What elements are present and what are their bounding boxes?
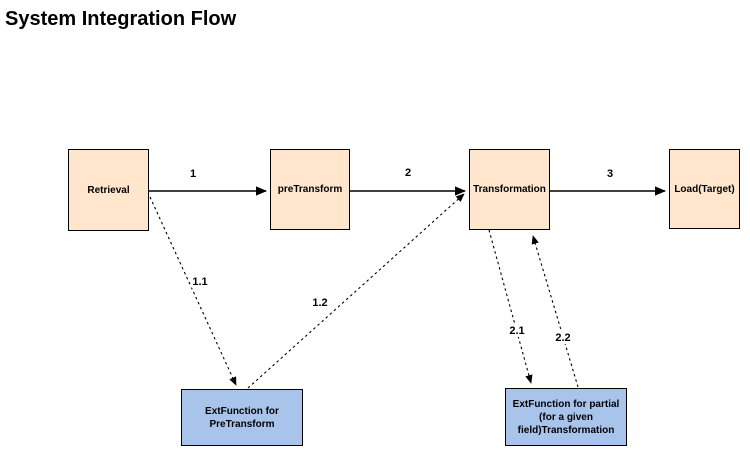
node-pretransform-label: preTransform (277, 184, 343, 195)
edge-2-1-label: 2.1 (508, 325, 526, 337)
node-retrieval[interactable]: Retrieval (68, 149, 149, 231)
edge-3-label: 3 (605, 168, 615, 180)
edge-1-1-label: 1.1 (191, 276, 209, 288)
node-ext-function-pretransform[interactable]: ExtFunction for PreTransform (181, 389, 303, 446)
node-transformation-label: Transformation (473, 184, 546, 195)
node-ext-function-partial-transformation-label: ExtFunction for partial (for a given fie… (512, 398, 620, 436)
node-pretransform[interactable]: preTransform (270, 149, 350, 230)
edge-1-label: 1 (188, 168, 198, 180)
edge-2-2-arrow (531, 235, 579, 388)
node-ext-function-partial-transformation[interactable]: ExtFunction for partial (for a given fie… (505, 388, 627, 446)
edge-1-1-arrow (149, 196, 237, 386)
edge-2-label: 2 (403, 167, 413, 179)
node-load-target[interactable]: Load(Target) (669, 149, 740, 229)
edge-2-1-arrow (488, 229, 533, 384)
edge-2-2-label: 2.2 (554, 332, 572, 344)
node-load-target-label: Load(Target) (674, 183, 735, 195)
edge-1-2-arrow (247, 193, 465, 389)
diagram-title: System Integration Flow (5, 8, 237, 30)
node-retrieval-label: Retrieval (87, 184, 130, 196)
edge-1-2-label: 1.2 (311, 297, 329, 309)
node-transformation[interactable]: Transformation (469, 149, 550, 230)
node-ext-function-pretransform-label: ExtFunction for PreTransform (205, 405, 279, 430)
